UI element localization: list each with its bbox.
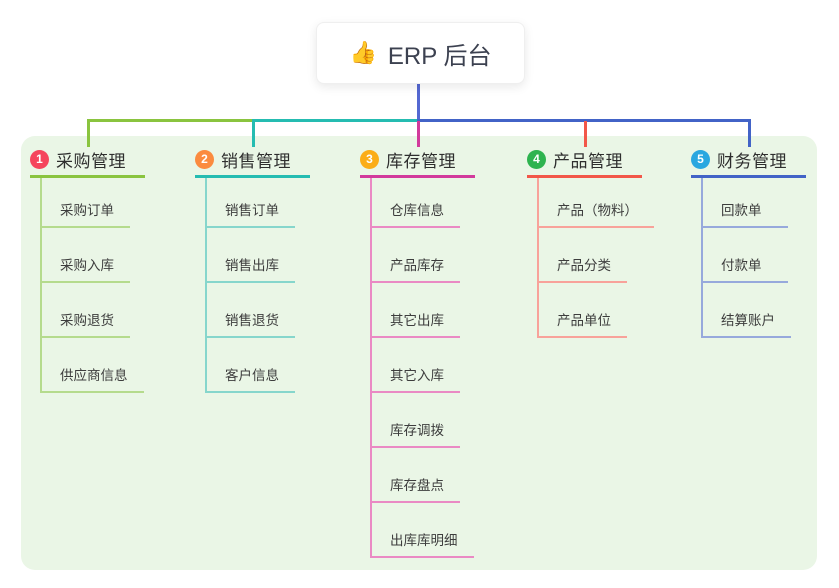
branch-title: 库存管理: [386, 151, 456, 171]
branch-title: 财务管理: [717, 151, 787, 171]
child-item[interactable]: 产品分类: [539, 228, 627, 283]
child-item-label: 产品单位: [557, 313, 611, 328]
drop-line-finance: [748, 119, 751, 147]
drop-line-purchase: [87, 119, 90, 147]
child-item[interactable]: 采购退货: [42, 283, 130, 338]
child-item-label: 回款单: [721, 203, 762, 218]
drop-line-inventory: [417, 121, 420, 147]
child-item[interactable]: 客户信息: [207, 338, 295, 393]
child-item-label: 销售退货: [225, 313, 279, 328]
child-item-label: 供应商信息: [60, 368, 128, 383]
child-item[interactable]: 产品（物料）: [539, 178, 654, 228]
branch-number-badge: 1: [30, 149, 49, 169]
child-item[interactable]: 付款单: [703, 228, 788, 283]
branch-children-purchase: 采购订单采购入库采购退货供应商信息: [40, 178, 144, 393]
child-item-label: 销售订单: [225, 203, 279, 218]
child-item-label: 其它入库: [390, 368, 444, 383]
child-item-label: 采购订单: [60, 203, 114, 218]
bus-line-finance: [417, 119, 751, 122]
branch-children-inventory: 仓库信息产品库存其它出库其它入库库存调拨库存盘点出库库明细: [370, 178, 474, 558]
child-item-label: 产品库存: [390, 258, 444, 273]
bus-line-purchase: [87, 119, 253, 122]
branch-heading-inventory[interactable]: 3 库存管理: [360, 146, 475, 178]
child-item[interactable]: 销售订单: [207, 178, 295, 228]
branch-number-badge: 4: [527, 149, 546, 169]
child-item-label: 出库库明细: [390, 533, 458, 548]
child-item[interactable]: 回款单: [703, 178, 788, 228]
branch-children-sales: 销售订单销售出库销售退货客户信息: [205, 178, 295, 393]
bus-line-sales: [252, 119, 418, 122]
child-item-label: 仓库信息: [390, 203, 444, 218]
root-node-label: ERP 后台: [387, 42, 492, 70]
branch-product: 4 产品管理 产品（物料） 产品分类产品单位: [527, 146, 654, 338]
branch-heading-finance[interactable]: 5 财务管理: [691, 146, 806, 178]
child-item[interactable]: 其它入库: [372, 338, 460, 393]
branch-purchase: 1 采购管理 采购订单采购入库采购退货供应商信息: [30, 146, 145, 393]
branch-heading-purchase[interactable]: 1 采购管理: [30, 146, 145, 178]
drop-line-product: [584, 121, 587, 147]
child-item[interactable]: 销售退货: [207, 283, 295, 338]
child-item-label: 库存调拨: [390, 423, 444, 438]
child-item[interactable]: 其它出库: [372, 283, 460, 338]
child-item-label: 库存盘点: [390, 478, 444, 493]
drop-line-sales: [252, 119, 255, 147]
child-item[interactable]: 产品单位: [539, 283, 627, 338]
child-item-label: 采购入库: [60, 258, 114, 273]
child-item[interactable]: 产品库存: [372, 228, 460, 283]
branch-title: 销售管理: [221, 151, 291, 171]
child-item-label: 采购退货: [60, 313, 114, 328]
thumbs-up-icon: 👍: [349, 40, 377, 65]
child-item-label: 付款单: [721, 258, 762, 273]
child-item-label: 产品（物料）: [557, 203, 638, 218]
branch-number-badge: 5: [691, 149, 710, 169]
branch-heading-sales[interactable]: 2 销售管理: [195, 146, 310, 178]
child-item-label: 结算账户: [721, 313, 775, 328]
branch-title: 产品管理: [553, 151, 623, 171]
child-item[interactable]: 销售出库: [207, 228, 295, 283]
branch-finance: 5 财务管理 回款单付款单结算账户: [691, 146, 806, 338]
branch-inventory: 3 库存管理 仓库信息产品库存其它出库其它入库库存调拨库存盘点出库库明细: [360, 146, 475, 558]
child-item[interactable]: 采购入库: [42, 228, 130, 283]
child-item[interactable]: 供应商信息: [42, 338, 144, 393]
branch-children-product: 产品（物料） 产品分类产品单位: [537, 178, 654, 338]
child-item-label: 其它出库: [390, 313, 444, 328]
child-item[interactable]: 结算账户: [703, 283, 791, 338]
child-item[interactable]: 库存盘点: [372, 448, 460, 503]
root-node-erp[interactable]: 👍 ERP 后台: [316, 22, 525, 84]
branch-number-badge: 3: [360, 149, 379, 169]
branch-sales: 2 销售管理 销售订单销售出库销售退货客户信息: [195, 146, 310, 393]
child-item-label: 客户信息: [225, 368, 279, 383]
child-item[interactable]: 采购订单: [42, 178, 130, 228]
root-connector-line: [417, 82, 420, 119]
branches-background-panel: [21, 136, 817, 570]
child-item[interactable]: 出库库明细: [372, 503, 474, 558]
branch-heading-product[interactable]: 4 产品管理: [527, 146, 642, 178]
branch-children-finance: 回款单付款单结算账户: [701, 178, 791, 338]
child-item[interactable]: 库存调拨: [372, 393, 460, 448]
child-item-label: 销售出库: [225, 258, 279, 273]
child-item-label: 产品分类: [557, 258, 611, 273]
branch-number-badge: 2: [195, 149, 214, 169]
child-item[interactable]: 仓库信息: [372, 178, 460, 228]
branch-title: 采购管理: [56, 151, 126, 171]
